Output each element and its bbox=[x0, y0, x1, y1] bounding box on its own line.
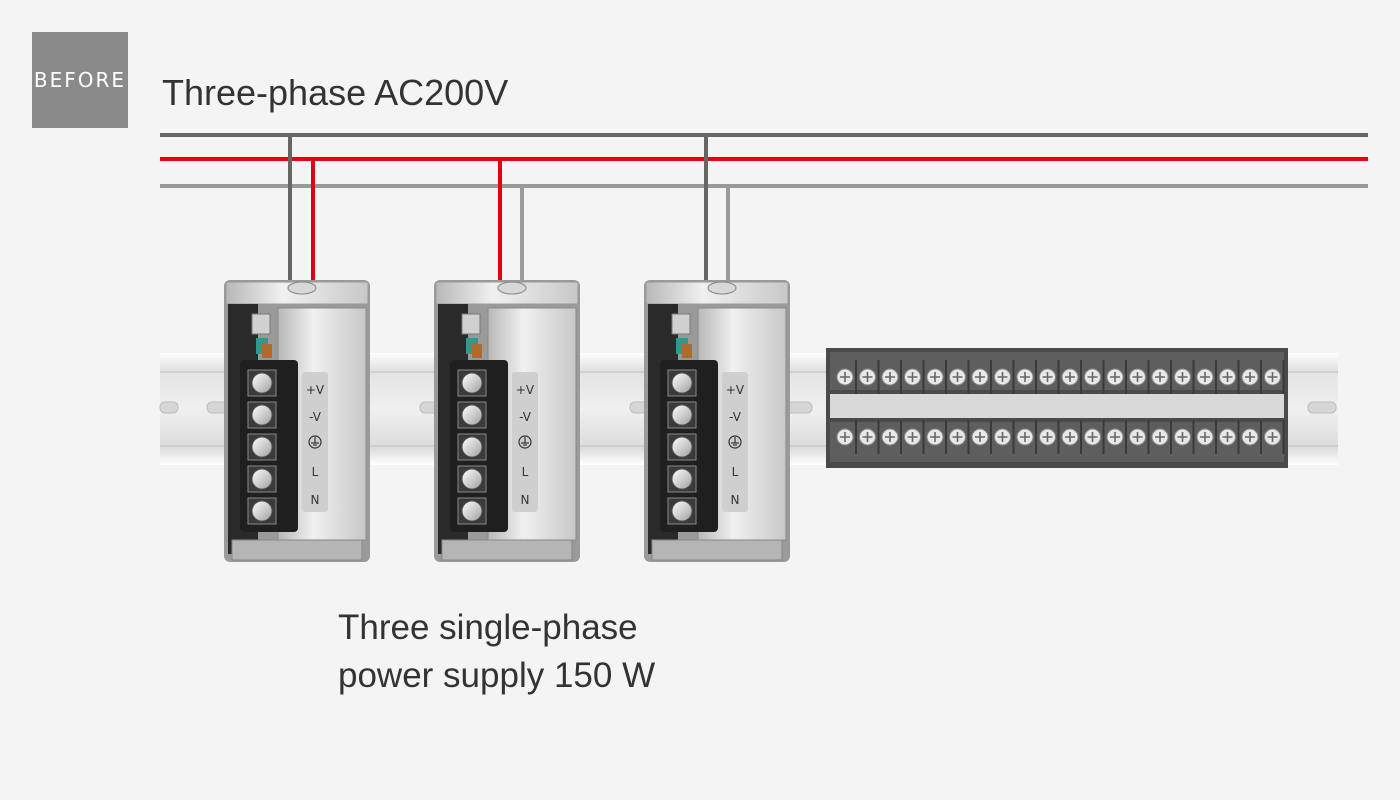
diagram-title: Three-phase AC200V bbox=[162, 72, 509, 113]
caption-line-1: Three single-phase bbox=[338, 608, 638, 647]
l-label: L bbox=[312, 465, 319, 479]
minus-v-label: -V bbox=[309, 410, 322, 424]
terminal-screws bbox=[247, 369, 277, 525]
ground-icon bbox=[728, 435, 742, 449]
before-badge: BEFORE bbox=[32, 32, 128, 128]
plus-v-label: +V bbox=[306, 383, 325, 397]
caption-line-2: power supply 150 W bbox=[338, 656, 656, 695]
plus-v-label: +V bbox=[726, 383, 745, 397]
terminal-screws bbox=[457, 369, 487, 525]
power-supply-1: +V -V L N bbox=[224, 280, 370, 562]
minus-v-label: -V bbox=[729, 410, 742, 424]
power-supply-2: +V -V L N bbox=[434, 280, 580, 562]
l-label: L bbox=[522, 465, 529, 479]
power-supply-3: +V -V L N bbox=[644, 280, 790, 562]
caption: Three single-phase power supply 150 W bbox=[338, 604, 655, 700]
before-badge-label: BEFORE bbox=[33, 68, 127, 92]
ground-icon bbox=[308, 435, 322, 449]
minus-v-label: -V bbox=[519, 410, 532, 424]
ground-icon bbox=[518, 435, 532, 449]
terminal-block bbox=[826, 348, 1288, 468]
plus-v-label: +V bbox=[516, 383, 535, 397]
terminal-screws bbox=[667, 369, 697, 525]
terminal-block-screws bbox=[836, 360, 1285, 454]
n-label: N bbox=[731, 493, 740, 507]
l-label: L bbox=[732, 465, 739, 479]
drop-wires bbox=[288, 135, 730, 286]
n-label: N bbox=[521, 493, 530, 507]
n-label: N bbox=[311, 493, 320, 507]
